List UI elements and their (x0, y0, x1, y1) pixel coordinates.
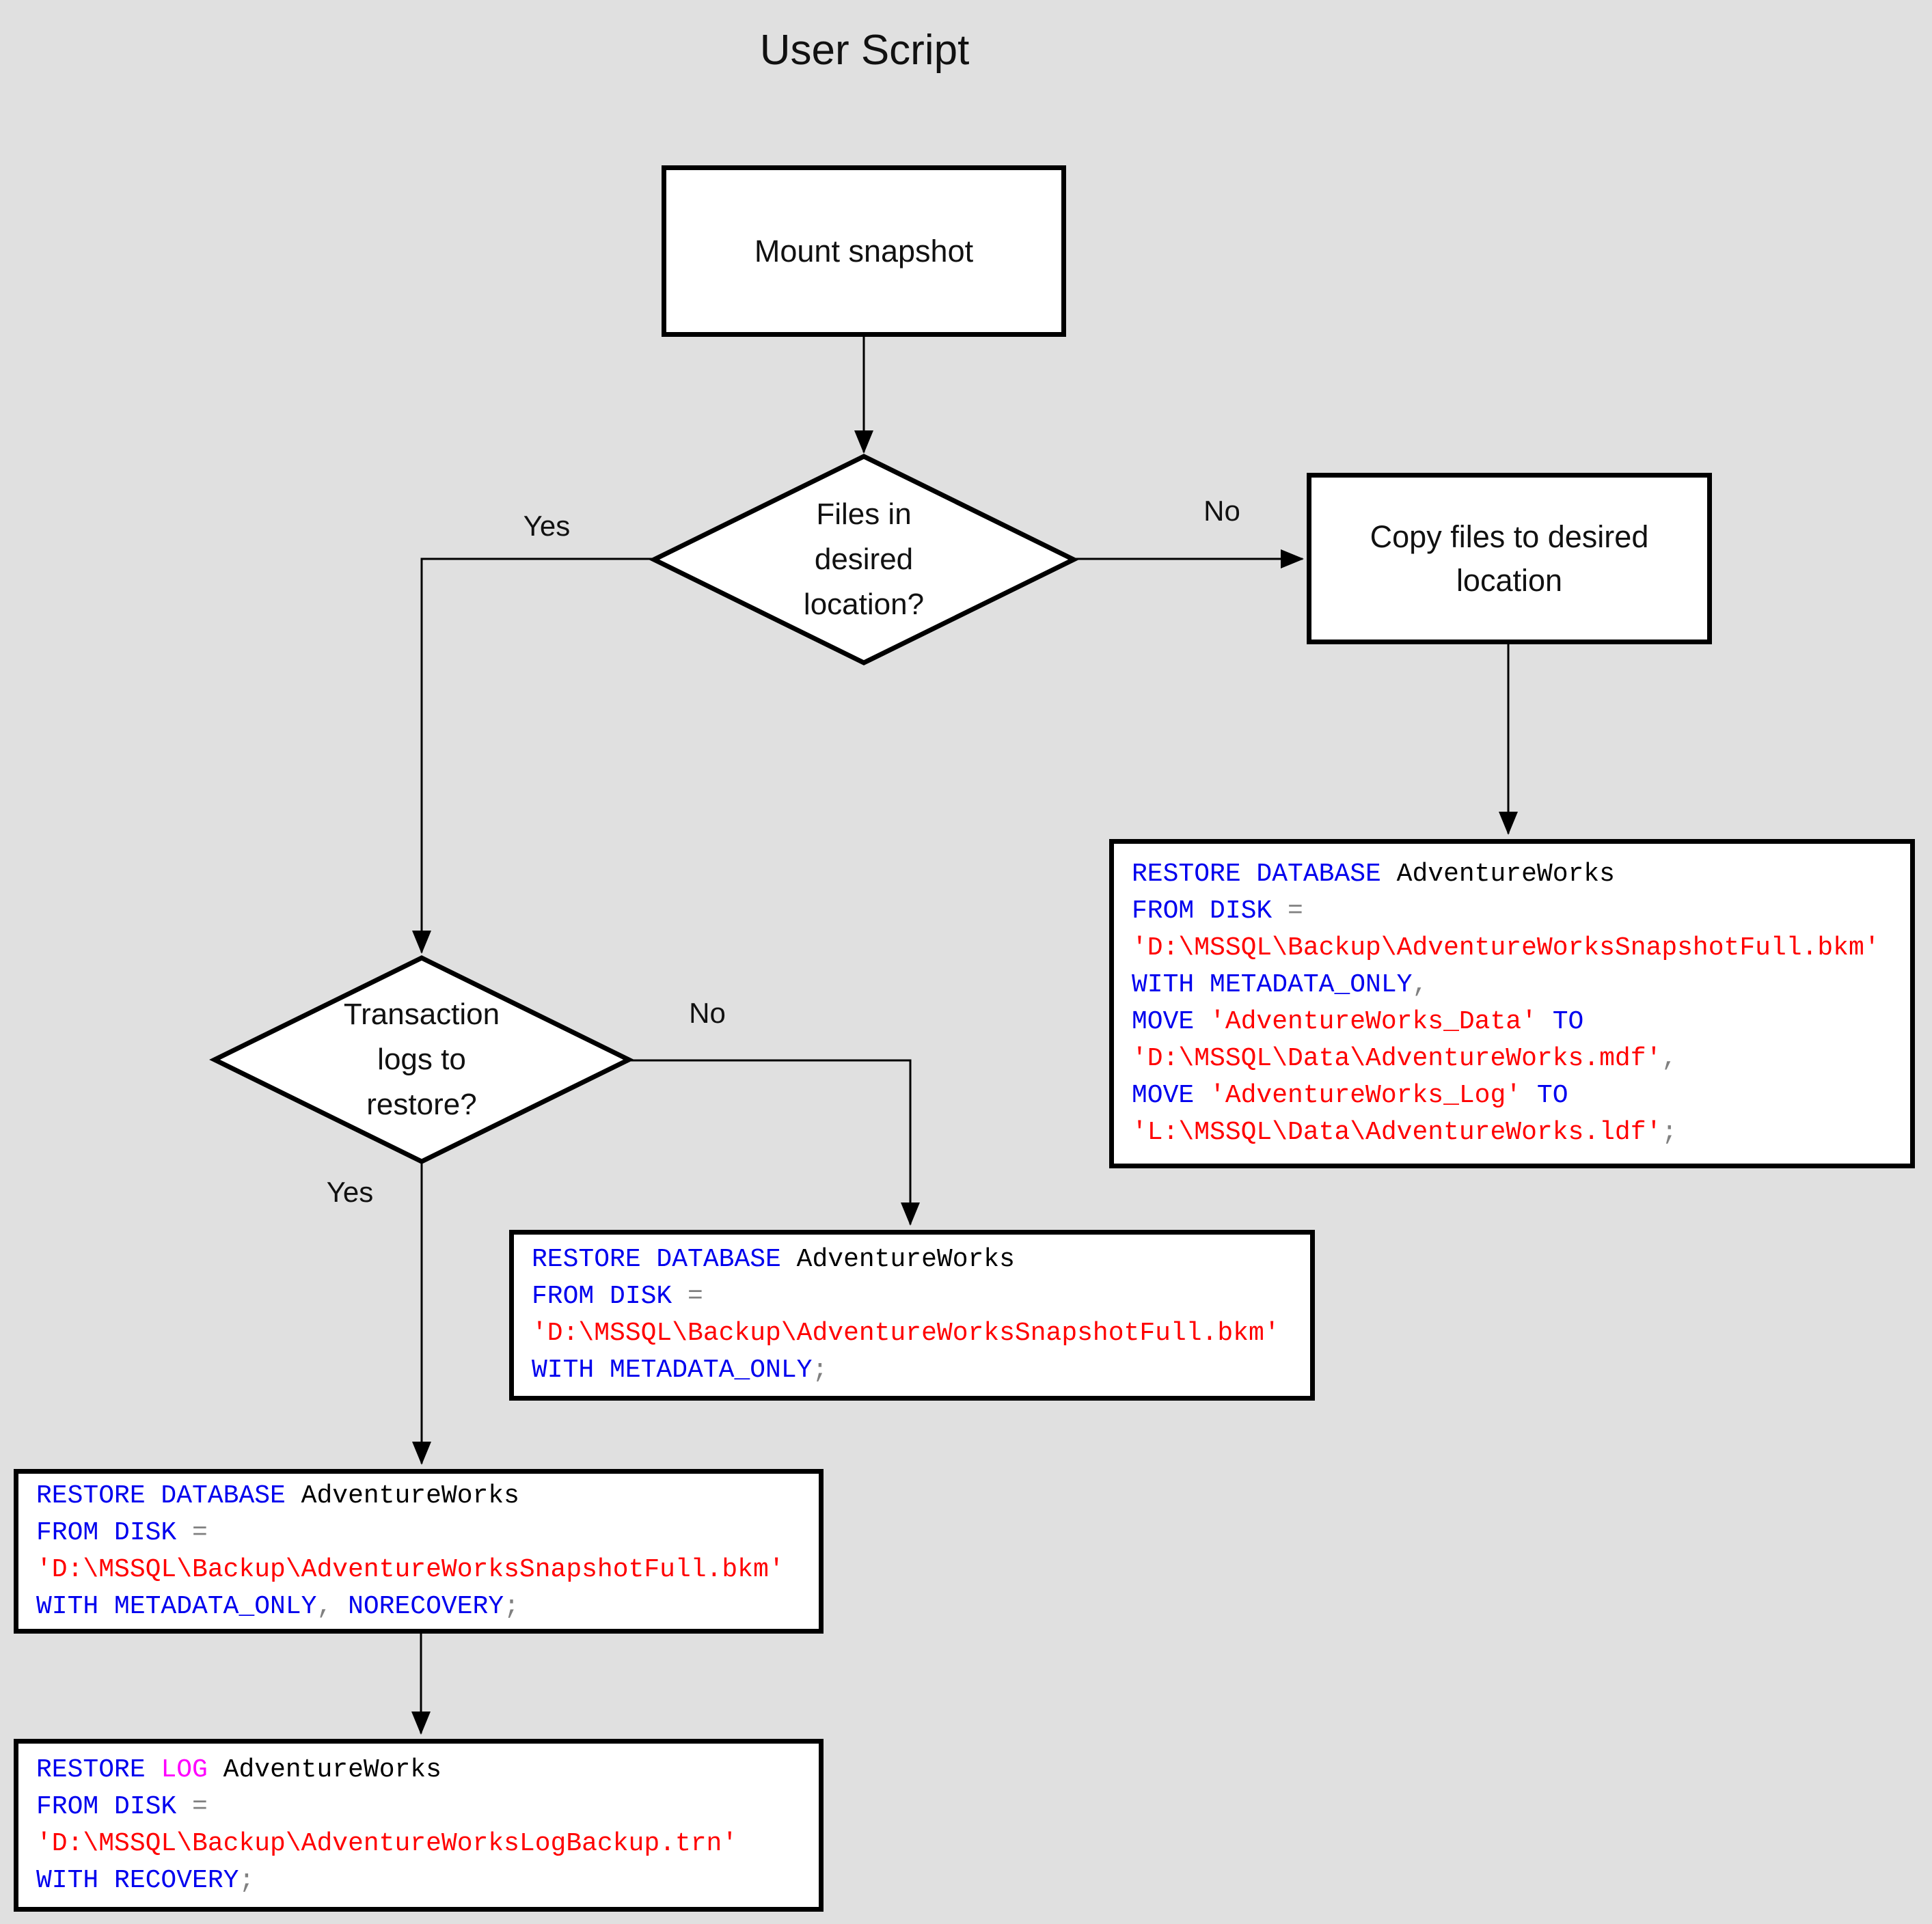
code-line: MOVE 'AdventureWorks_Data' TO (1132, 1004, 1910, 1041)
code-token-keyword: RESTORE DATABASE (532, 1245, 781, 1274)
code-token-keyword: WITH METADATA_ONLY (1132, 970, 1413, 1000)
code-token-keyword: FROM DISK (36, 1517, 177, 1548)
code-token-operator: = (176, 1791, 208, 1822)
code-token-operator: , (1412, 970, 1428, 1000)
code-token-keyword: MOVE (1132, 1081, 1195, 1110)
code-token-operator: = (672, 1282, 703, 1311)
code-token-keyword: RESTORE (36, 1755, 161, 1785)
code-token-string: 'AdventureWorks_Data' (1194, 1007, 1537, 1036)
mount-snapshot-label: Mount snapshot (754, 233, 974, 269)
code-token-identifier: AdventureWorks (285, 1481, 519, 1511)
code-token-log: LOG (161, 1755, 208, 1785)
code-token-keyword: NORECOVERY (348, 1591, 504, 1621)
files-decision-label: Files in desired location? (803, 497, 925, 621)
files-decision-diamond (649, 454, 1079, 665)
code-token-operator: ; (1661, 1118, 1678, 1147)
code-line: WITH RECOVERY; (36, 1863, 819, 1899)
edge-logs-no (629, 1059, 920, 1226)
code-line: RESTORE DATABASE AdventureWorks (1132, 856, 1910, 893)
code-line: 'L:\MSSQL\Data\AdventureWorks.ldf'; (1132, 1114, 1910, 1151)
code-token-keyword: WITH METADATA_ONLY (36, 1591, 317, 1621)
copy-files-box: Copy files to desired location (1307, 473, 1712, 644)
code-token-identifier: AdventureWorks (780, 1245, 1015, 1274)
code-line: FROM DISK = (1132, 893, 1910, 930)
logs-yes-label: Yes (326, 1176, 374, 1208)
code-line: 'D:\MSSQL\Backup\AdventureWorksLogBackup… (36, 1826, 819, 1863)
code-token-operator: ; (812, 1356, 828, 1385)
logs-decision-label: Transaction logs to restore? (343, 998, 500, 1121)
code-token-keyword: TO (1536, 1007, 1584, 1036)
code-token-string: 'D:\MSSQL\Backup\AdventureWorksSnapshotF… (532, 1319, 1280, 1348)
copy-files-label: Copy files to desired location (1370, 519, 1649, 598)
code-line: FROM DISK = (36, 1789, 819, 1826)
code-line: FROM DISK = (532, 1278, 1310, 1315)
code-token-keyword: FROM DISK (532, 1282, 672, 1311)
code-line: WITH METADATA_ONLY; (532, 1352, 1310, 1389)
code-token-identifier: AdventureWorks (1380, 860, 1615, 889)
code-token-identifier: AdventureWorks (207, 1755, 441, 1785)
code-token-operator: = (176, 1517, 208, 1548)
code-line: MOVE 'AdventureWorks_Log' TO (1132, 1077, 1910, 1114)
code-token-keyword: FROM DISK (1132, 896, 1273, 926)
code-token-operator: = (1272, 896, 1303, 926)
mount-snapshot-box: Mount snapshot (662, 165, 1066, 337)
code-line: RESTORE DATABASE AdventureWorks (532, 1241, 1310, 1278)
code-token-keyword: TO (1521, 1081, 1568, 1110)
logs-decision-diamond (209, 955, 634, 1164)
files-no-label: No (1203, 495, 1240, 527)
code-token-string: 'D:\MSSQL\Backup\AdventureWorksLogBackup… (36, 1828, 738, 1858)
code-token-keyword: MOVE (1132, 1007, 1195, 1036)
page-title: User Script (759, 27, 970, 74)
code-token-string: 'D:\MSSQL\Backup\AdventureWorksSnapshotF… (36, 1554, 785, 1584)
code-line: WITH METADATA_ONLY, (1132, 967, 1910, 1004)
logs-no-label: No (689, 997, 726, 1029)
code-token-keyword: WITH RECOVERY (36, 1865, 239, 1895)
code-token-string: 'D:\MSSQL\Data\AdventureWorks.mdf' (1132, 1044, 1662, 1073)
code-token-string: 'AdventureWorks_Log' (1194, 1081, 1522, 1110)
code-token-keyword: FROM DISK (36, 1791, 177, 1822)
files-yes-label: Yes (523, 510, 571, 542)
code-token-operator: , (316, 1591, 349, 1621)
code-line: 'D:\MSSQL\Backup\AdventureWorksSnapshotF… (36, 1552, 819, 1589)
edge-files-yes (412, 558, 658, 954)
code-token-string: 'L:\MSSQL\Data\AdventureWorks.ldf' (1132, 1118, 1662, 1147)
code-line: FROM DISK = (36, 1515, 819, 1552)
code-token-operator: ; (504, 1591, 519, 1621)
code-token-operator: ; (239, 1865, 255, 1895)
code-token-keyword: RESTORE DATABASE (36, 1481, 286, 1511)
code-token-keyword: WITH METADATA_ONLY (532, 1356, 813, 1385)
code-line: 'D:\MSSQL\Backup\AdventureWorksSnapshotF… (532, 1315, 1310, 1352)
code-line: 'D:\MSSQL\Backup\AdventureWorksSnapshotF… (1132, 930, 1910, 967)
code-token-string: 'D:\MSSQL\Backup\AdventureWorksSnapshotF… (1132, 933, 1880, 963)
code-token-operator: , (1661, 1044, 1678, 1073)
code-line: RESTORE LOG AdventureWorks (36, 1752, 819, 1789)
code-line: RESTORE DATABASE AdventureWorks (36, 1478, 819, 1515)
code-line: 'D:\MSSQL\Data\AdventureWorks.mdf', (1132, 1041, 1910, 1077)
code-line: WITH METADATA_ONLY, NORECOVERY; (36, 1589, 819, 1625)
code-token-keyword: RESTORE DATABASE (1132, 860, 1381, 889)
